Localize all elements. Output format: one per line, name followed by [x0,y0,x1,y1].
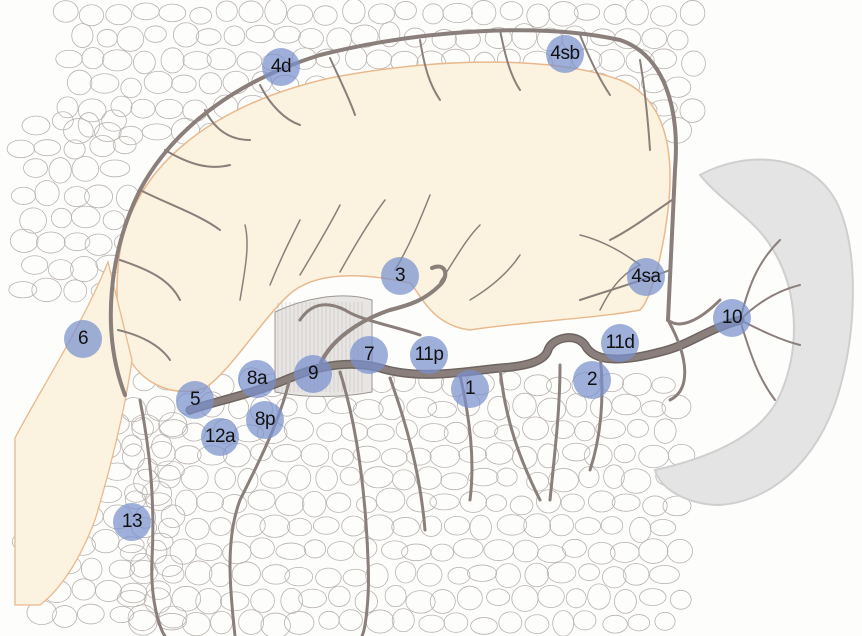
station-12a-marker: 12a [201,418,239,456]
station-4sa-marker: 4sa [627,258,665,296]
station-11p-marker: 11p [410,336,448,374]
station-9-marker: 9 [294,355,332,393]
station-8p-marker: 8p [246,401,284,439]
station-4d-marker: 4d [262,48,300,86]
station-8a-marker: 8a [238,360,276,398]
station-5-marker: 5 [176,381,214,419]
station-13-marker: 13 [113,503,151,541]
station-7-marker: 7 [350,336,388,374]
station-1-marker: 1 [451,370,489,408]
station-3-marker: 3 [381,257,419,295]
station-11d-marker: 11d [601,324,639,362]
station-2-marker: 2 [573,361,611,399]
spleen-illustration [655,160,853,505]
station-4sb-marker: 4sb [546,35,584,73]
station-10-marker: 10 [713,299,751,337]
station-6-marker: 6 [64,320,102,358]
duodenum-tail [15,262,132,605]
